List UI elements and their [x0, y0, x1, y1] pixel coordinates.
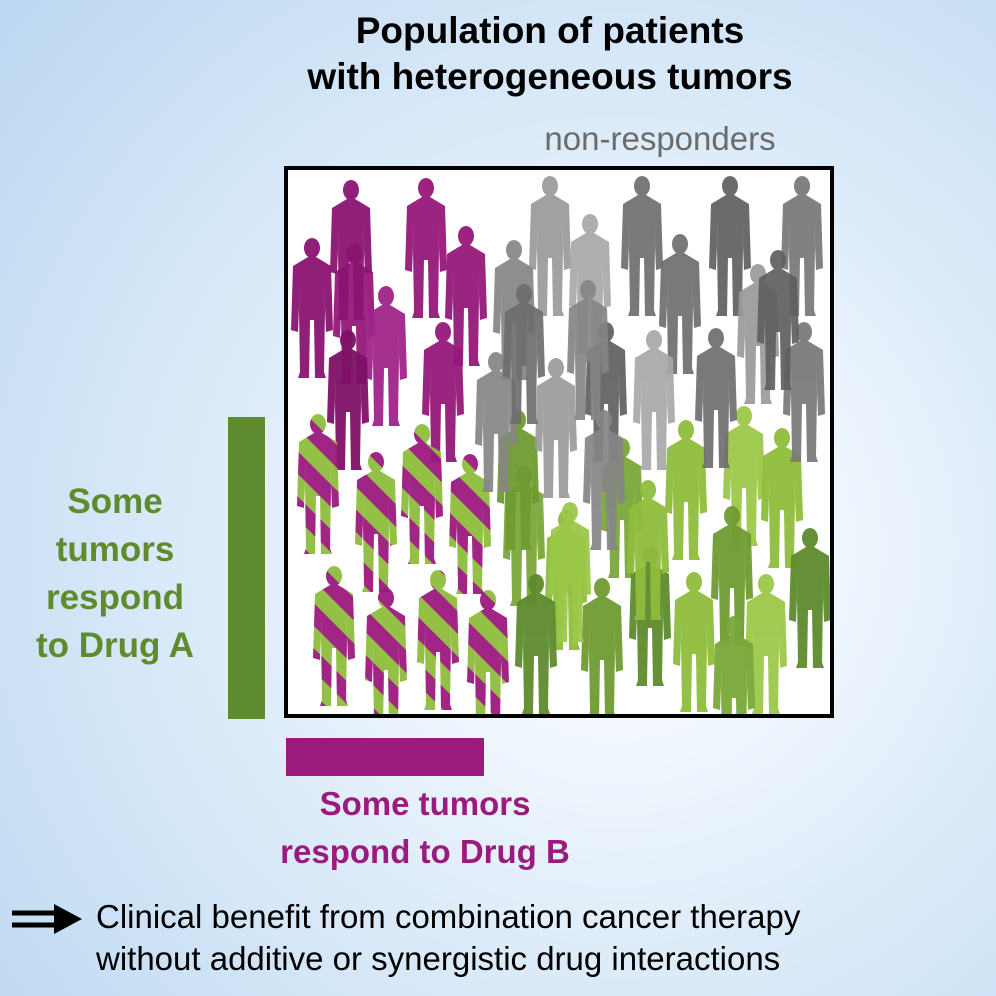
conclusion-line-2: without additive or synergistic drug int…: [96, 940, 781, 977]
drug-b-responder-person: [330, 180, 372, 320]
people-figures: [291, 176, 830, 714]
drug-a-responder-person: [789, 528, 830, 668]
non-responder-person: [529, 176, 571, 316]
title-line-2: with heterogeneous tumors: [307, 56, 793, 97]
drug-a-label-line: respond: [45, 578, 185, 617]
drug-a-label-line: to Drug A: [35, 626, 195, 665]
drug-a-responder-person: [711, 506, 753, 646]
drug-a-responder-person: [745, 574, 787, 714]
drug-a-label: Some tumors respond to Drug A: [10, 478, 220, 670]
drug-a-and-b-responder-person: [355, 452, 397, 592]
population-box: [284, 166, 834, 718]
drug-b-responder-person: [445, 226, 487, 366]
drug-a-and-b-responder-person: [365, 588, 407, 714]
non-responder-person: [757, 250, 799, 390]
drug-a-and-b-responder-person: [297, 414, 339, 554]
drug-b-responder-person: [365, 286, 407, 426]
non-responder-person: [475, 352, 517, 492]
non-responder-person: [503, 284, 545, 424]
drug-a-and-b-responder-person: [467, 590, 509, 714]
drug-a-responder-person: [761, 428, 803, 568]
drug-a-response-bar: [228, 417, 265, 719]
non-responder-person: [659, 234, 701, 374]
non-responder-person: [695, 328, 737, 468]
non-responder-person: [535, 358, 577, 498]
drug-a-responder-person: [549, 502, 591, 642]
drug-a-label-line: Some: [67, 482, 163, 521]
non-responder-person: [783, 322, 825, 462]
drug-a-and-b-responder-person: [401, 424, 443, 564]
drug-a-responder-person: [515, 574, 557, 714]
figure-title: Population of patients with heterogeneou…: [220, 8, 880, 100]
drug-b-label-line: Some tumors: [319, 785, 531, 822]
drug-b-response-bar: [286, 738, 484, 776]
double-arrow-icon: [12, 904, 82, 934]
drug-a-and-b-responder-person: [313, 566, 355, 706]
drug-b-responder-person: [422, 322, 464, 462]
drug-a-responder-person: [665, 420, 707, 560]
non-responders-label: non-responders: [544, 120, 776, 157]
drug-b-label-line: respond to Drug B: [280, 833, 570, 870]
non-responder-person: [621, 176, 663, 316]
drug-a-label-line: tumors: [55, 530, 175, 569]
non-responder-person: [633, 330, 675, 470]
non-responder-person: [567, 280, 609, 420]
drug-b-label: Some tumors respond to Drug B: [200, 780, 650, 876]
drug-a-responder-person: [627, 480, 669, 620]
drug-a-and-b-responder-person: [449, 454, 491, 594]
title-line-1: Population of patients: [355, 10, 745, 51]
drug-b-responder-person: [291, 238, 333, 378]
drug-b-responder-person: [327, 330, 369, 470]
drug-a-responder-person: [581, 578, 623, 714]
drug-b-responder-person: [405, 178, 447, 318]
non-responder-person: [709, 176, 751, 316]
drug-a-responder-person: [713, 616, 755, 714]
drug-a-and-b-responder-person: [417, 570, 459, 710]
drug-a-responder-person: [673, 572, 715, 712]
conclusion-line-1: Clinical benefit from combination cancer…: [96, 898, 801, 935]
